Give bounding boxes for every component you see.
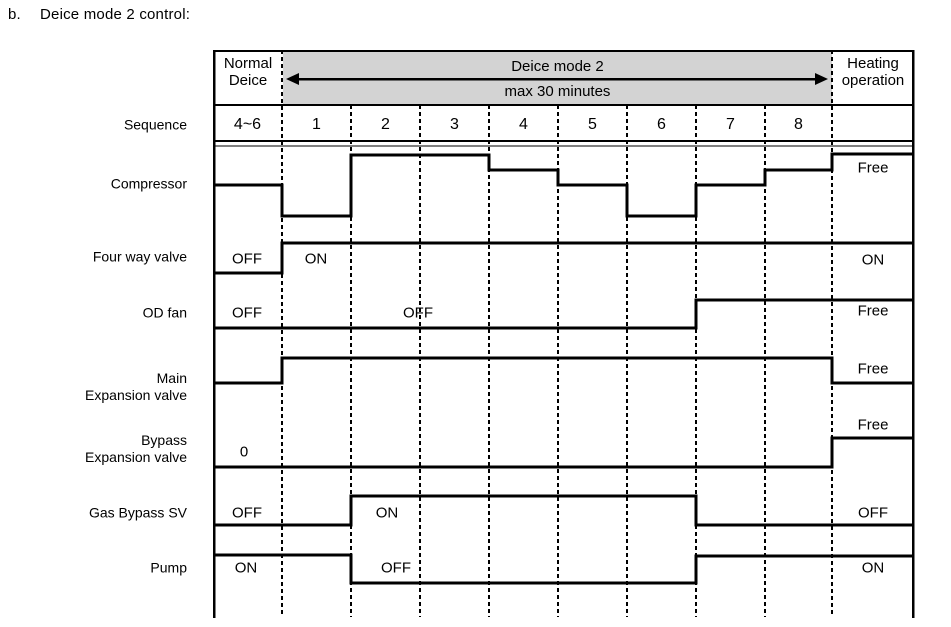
heating-operation-line2: operation [841, 72, 905, 89]
arrow-head-right [815, 73, 828, 85]
state-label: Free [857, 416, 889, 434]
state-label: Free [857, 360, 889, 378]
deice-mode2-subtitle: max 30 minutes [504, 83, 611, 100]
state-label: ON [234, 559, 258, 577]
state-label: ON [861, 251, 885, 269]
heating-operation-cell: Heating operation [833, 55, 913, 89]
sequence-cell: 3 [450, 115, 459, 133]
waveform-gas-bypass-sv [213, 494, 913, 527]
waveform-four-way-valve [213, 241, 913, 275]
row-label-four-way-valve: Four way valve [92, 248, 187, 265]
normal-deice-line2: Deice [228, 72, 268, 89]
state-label: OFF [858, 504, 888, 522]
page-title: b. Deice mode 2 control: [8, 6, 190, 23]
waveform-main-expansion-valve [213, 356, 913, 385]
normal-deice-line1: Normal [223, 55, 273, 72]
sequence-label: Sequence [123, 116, 187, 133]
state-label: OFF [381, 559, 411, 577]
sequence-cell [832, 108, 913, 141]
state-label: ON [304, 250, 328, 268]
sequence-cell: 8 [794, 115, 803, 133]
title-index: b. [8, 6, 21, 23]
waveform-bypass-expansion-valve [213, 436, 913, 469]
sequence-cell: 2 [381, 115, 390, 133]
waveform-od-fan [213, 298, 913, 330]
row-label-gas-bypass-sv: Gas Bypass SV [88, 504, 187, 521]
state-label: OFF [232, 304, 262, 322]
sequence-cell: 4~6 [233, 115, 262, 133]
sequence-cell: 1 [312, 115, 321, 133]
state-label: Free [857, 302, 889, 320]
state-label: ON [375, 504, 399, 522]
state-label: OFF [232, 250, 262, 268]
normal-deice-cell: Normal Deice [213, 55, 283, 89]
waveform-pump [213, 553, 913, 585]
row-label-compressor: Compressor [110, 175, 187, 192]
state-label: ON [861, 559, 885, 577]
row-label-od-fan: OD fan [142, 304, 187, 321]
heating-operation-line1: Heating [847, 55, 899, 72]
row-label-pump: Pump [150, 559, 187, 576]
deice-mode2-title: Deice mode 2 [511, 58, 604, 75]
sequence-cell: 7 [726, 115, 735, 133]
sequence-cell: 4 [519, 115, 528, 133]
arrow-head-left [286, 73, 299, 85]
sequence-cell: 5 [588, 115, 597, 133]
title-text: Deice mode 2 control: [40, 6, 191, 23]
state-label: OFF [232, 504, 262, 522]
state-label: Free [857, 159, 889, 177]
state-label: OFF [403, 304, 433, 322]
state-label: 0 [239, 443, 249, 461]
sequence-cell: 6 [657, 115, 666, 133]
waveform-compressor [213, 152, 913, 218]
